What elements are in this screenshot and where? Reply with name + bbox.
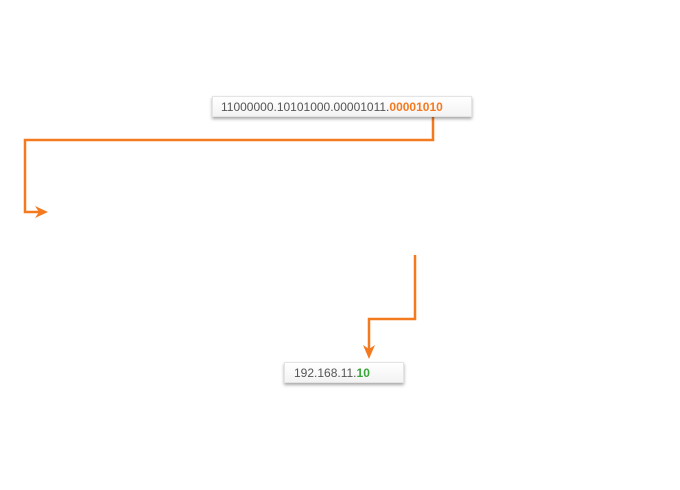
decimal-prefix: 192.168.11. <box>294 366 357 380</box>
arrow-to-decimal <box>367 255 417 350</box>
arrowhead-down-icon <box>363 345 375 359</box>
binary-host-octet: 00001010 <box>389 100 443 114</box>
binary-address-box: 11000000.10101000.00001011.00001010 <box>212 96 472 117</box>
decimal-host-octet: 10 <box>356 366 370 380</box>
decimal-address-box: 192.168.11.10 <box>284 362 404 383</box>
arrow-binary-to-left <box>23 117 435 214</box>
binary-prefix: 11000000.10101000.00001011. <box>221 100 390 114</box>
arrowhead-right-icon <box>35 206 48 218</box>
